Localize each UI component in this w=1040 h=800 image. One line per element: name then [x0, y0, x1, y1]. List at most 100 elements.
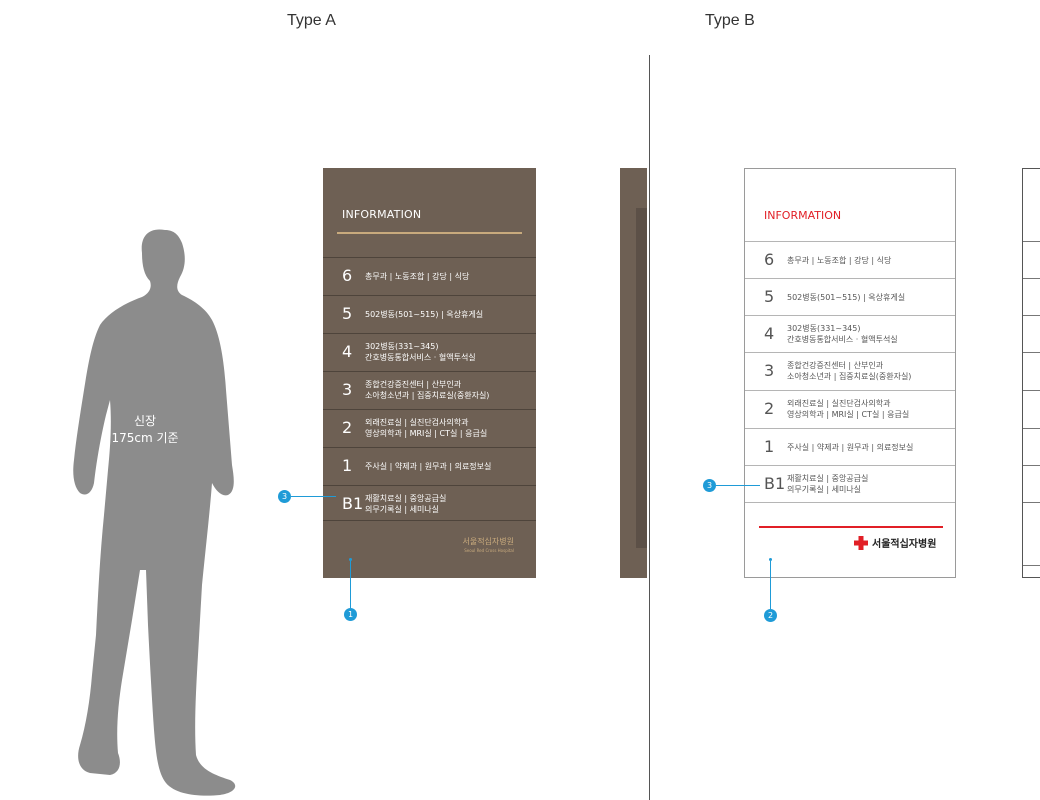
side-line: [1023, 502, 1040, 503]
type-a-side-bracket: [636, 208, 647, 548]
row-divider: [745, 352, 955, 353]
floor-text: 502병동(501~515) | 옥상휴게실: [787, 293, 906, 302]
floor-text: 간호병동통합서비스 · 혈액투석실: [365, 353, 476, 362]
floor-text: 소아청소년과 | 집중치료실(중환자실): [787, 372, 912, 381]
row-divider: [323, 409, 536, 410]
floor-row: 1 주사실 | 약제과 | 원무과 | 의료정보실: [323, 447, 536, 485]
floor-number: 6: [764, 250, 775, 269]
floor-text: 총무과 | 노동조합 | 강당 | 식당: [365, 272, 470, 281]
side-line: [1023, 465, 1040, 466]
hospital-logo-text: 서울적십자병원: [872, 539, 937, 550]
floor-number: 5: [764, 287, 775, 306]
callout-leader-3-b: [716, 485, 760, 486]
floor-row: 2 외래진료실 | 실진단검사의학과 영상의학과 | MRI실 | CT실 | …: [323, 409, 536, 447]
floor-text: 주사실 | 약제과 | 원무과 | 의료정보실: [787, 443, 914, 452]
row-divider: [745, 465, 955, 466]
floor-text: 302병동(331~345): [365, 342, 439, 351]
floor-text: 502병동(501~515) | 옥상휴게실: [365, 310, 484, 319]
row-divider: [323, 485, 536, 486]
floor-row: 5 502병동(501~515) | 옥상휴게실: [745, 278, 955, 315]
floor-text: 재활치료실 | 중앙공급실: [787, 474, 869, 483]
floor-row: 3 종합건강증진센터 | 산부인과 소아청소년과 | 집중치료실(중환자실): [323, 371, 536, 409]
callout-marker-2: 2: [764, 609, 777, 622]
floor-number: 5: [342, 304, 353, 323]
row-divider: [323, 520, 536, 521]
floor-number: 3: [764, 361, 775, 380]
floor-row: 1 주사실 | 약제과 | 원무과 | 의료정보실: [745, 428, 955, 465]
side-line: [1023, 315, 1040, 316]
floor-number: 2: [342, 418, 353, 437]
row-divider: [323, 333, 536, 334]
red-divider: [759, 526, 943, 528]
floor-text: 종합건강증진센터 | 산부인과: [787, 361, 884, 370]
floor-text: 외래진료실 | 실진단검사의학과: [365, 418, 469, 427]
height-label-line2: 175cm 기준: [111, 431, 179, 445]
floor-row: 6 총무과 | 노동조합 | 강당 | 식당: [323, 257, 536, 295]
floor-number: 2: [764, 399, 775, 418]
row-divider: [745, 315, 955, 316]
row-divider: [745, 502, 955, 503]
floor-number: 1: [342, 456, 353, 475]
callout-leader-3-a: [291, 496, 336, 497]
floor-text: 외래진료실 | 실진단검사의학과: [787, 399, 891, 408]
floor-number: 4: [342, 342, 353, 361]
floor-text: 의무기록실 | 세미나실: [365, 505, 440, 514]
row-divider: [745, 241, 955, 242]
callout-leader-2: [770, 561, 771, 609]
side-line: [1023, 428, 1040, 429]
callout-marker-1: 1: [344, 608, 357, 621]
row-divider: [323, 447, 536, 448]
type-a-sign: INFORMATION 6 총무과 | 노동조합 | 강당 | 식당 5 502…: [323, 168, 536, 578]
section-divider: [649, 55, 650, 800]
information-heading: INFORMATION: [342, 208, 422, 221]
callout-dot-2: [769, 558, 772, 561]
floor-row: 4 302병동(331~345) 간호병동통합서비스 · 혈액투석실: [323, 333, 536, 371]
row-divider: [745, 390, 955, 391]
hospital-logo-text: 서울적십자병원: [462, 537, 514, 546]
callout-marker-3-b: 3: [703, 479, 716, 492]
floor-text: 의무기록실 | 세미나실: [787, 485, 862, 494]
information-heading: INFORMATION: [764, 209, 842, 222]
type-b-title: Type B: [705, 12, 755, 29]
gold-divider: [337, 232, 522, 234]
hospital-logo-subtext: Seoul Red Cross Hospital: [464, 548, 514, 553]
floor-number: 3: [342, 380, 353, 399]
row-divider: [745, 428, 955, 429]
height-label-line1: 신장: [133, 414, 157, 428]
floor-text: 주사실 | 약제과 | 원무과 | 의료정보실: [365, 462, 492, 471]
floor-row: B1 재활치료실 | 중앙공급실 의무기록실 | 세미나실: [745, 465, 955, 503]
callout-leader-1: [350, 561, 351, 608]
side-line: [1023, 278, 1040, 279]
floor-text: 재활치료실 | 중앙공급실: [365, 494, 447, 503]
floor-row: 2 외래진료실 | 실진단검사의학과 영상의학과 | MRI실 | CT실 | …: [745, 390, 955, 428]
side-line: [1023, 390, 1040, 391]
side-line: [1023, 352, 1040, 353]
callout-marker-3-a: 3: [278, 490, 291, 503]
type-b-sign: INFORMATION 6 총무과 | 노동조합 | 강당 | 식당 5 502…: [744, 168, 956, 578]
floor-text: 종합건강증진센터 | 산부인과: [365, 380, 462, 389]
row-divider: [323, 295, 536, 296]
floor-number: 6: [342, 266, 353, 285]
row-divider: [745, 278, 955, 279]
red-cross-icon: [854, 536, 868, 550]
floor-text: 간호병동통합서비스 · 혈액투석실: [787, 335, 898, 344]
floor-number: B1: [764, 474, 786, 493]
side-line: [1023, 565, 1040, 566]
floor-text: 소아청소년과 | 집중치료실(중환자실): [365, 391, 490, 400]
floor-text: 영상의학과 | MRI실 | CT실 | 응급실: [365, 429, 488, 438]
floor-number: 4: [764, 324, 775, 343]
floor-row: 5 502병동(501~515) | 옥상휴게실: [323, 295, 536, 333]
floor-text: 총무과 | 노동조합 | 강당 | 식당: [787, 256, 892, 265]
type-b-side-view: [1022, 168, 1040, 578]
side-line: [1023, 241, 1040, 242]
row-divider: [323, 257, 536, 258]
person-silhouette-icon: [73, 229, 236, 796]
floor-row: 4 302병동(331~345) 간호병동통합서비스 · 혈액투석실: [745, 315, 955, 352]
floor-text: 영상의학과 | MRI실 | CT실 | 응급실: [787, 410, 910, 419]
height-label: 신장 175cm 기준: [110, 413, 180, 447]
floor-number: 1: [764, 437, 775, 456]
type-a-title: Type A: [287, 12, 336, 29]
callout-dot-1: [349, 558, 352, 561]
floor-row: B1 재활치료실 | 중앙공급실 의무기록실 | 세미나실: [323, 485, 536, 521]
floor-number: B1: [342, 494, 364, 513]
